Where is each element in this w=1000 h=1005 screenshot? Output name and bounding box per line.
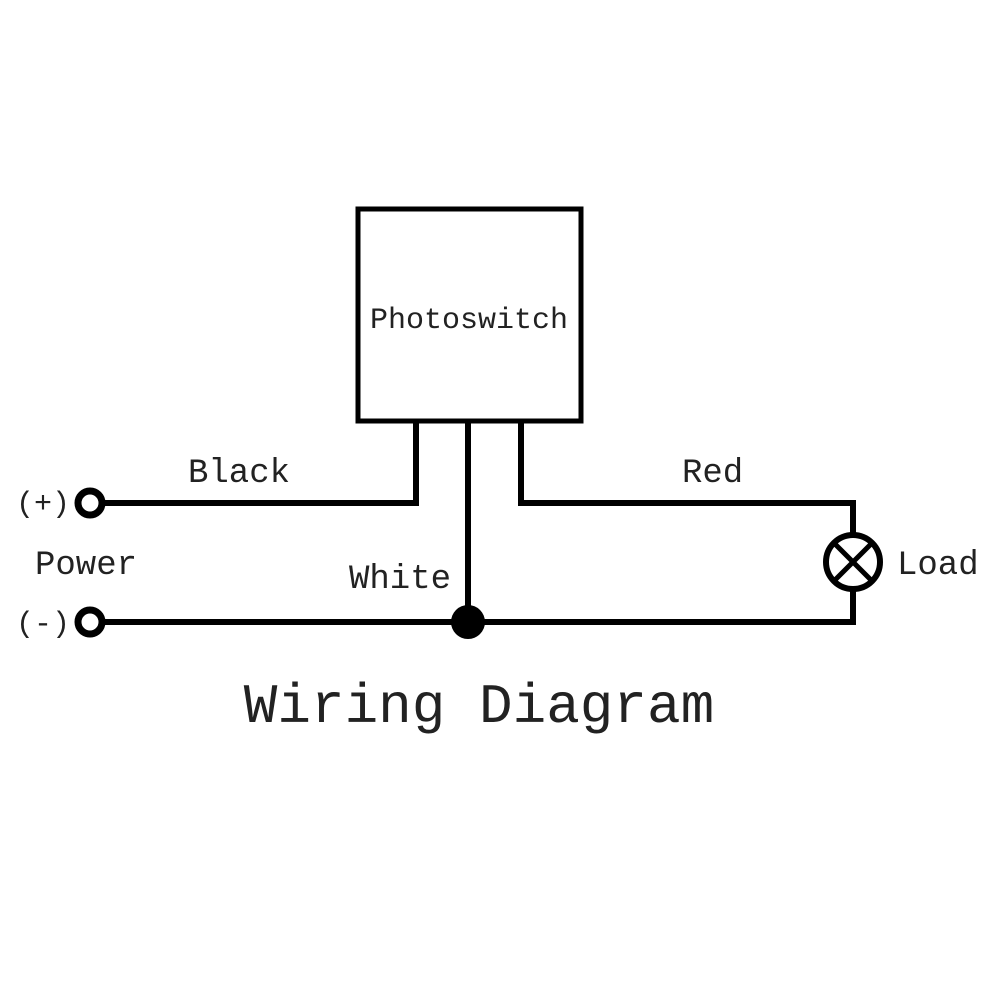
junction-dot-icon [451, 605, 485, 639]
power-label: Power [35, 547, 137, 585]
diagram-title: Wiring Diagram [244, 675, 714, 739]
red-wire [518, 421, 856, 534]
lamp-load-icon [823, 532, 883, 592]
positive-label: (+) [16, 488, 70, 522]
black-wire [100, 421, 419, 506]
positive-terminal-icon [74, 487, 106, 519]
white-wire-label: White [349, 561, 451, 599]
photoswitch-label: Photoswitch [370, 304, 568, 338]
neutral-wire [100, 590, 856, 625]
negative-terminal-icon [74, 606, 106, 638]
negative-label: (-) [16, 608, 70, 642]
load-label: Load [897, 547, 979, 585]
black-wire-label: Black [188, 455, 290, 493]
red-wire-label: Red [682, 455, 743, 493]
